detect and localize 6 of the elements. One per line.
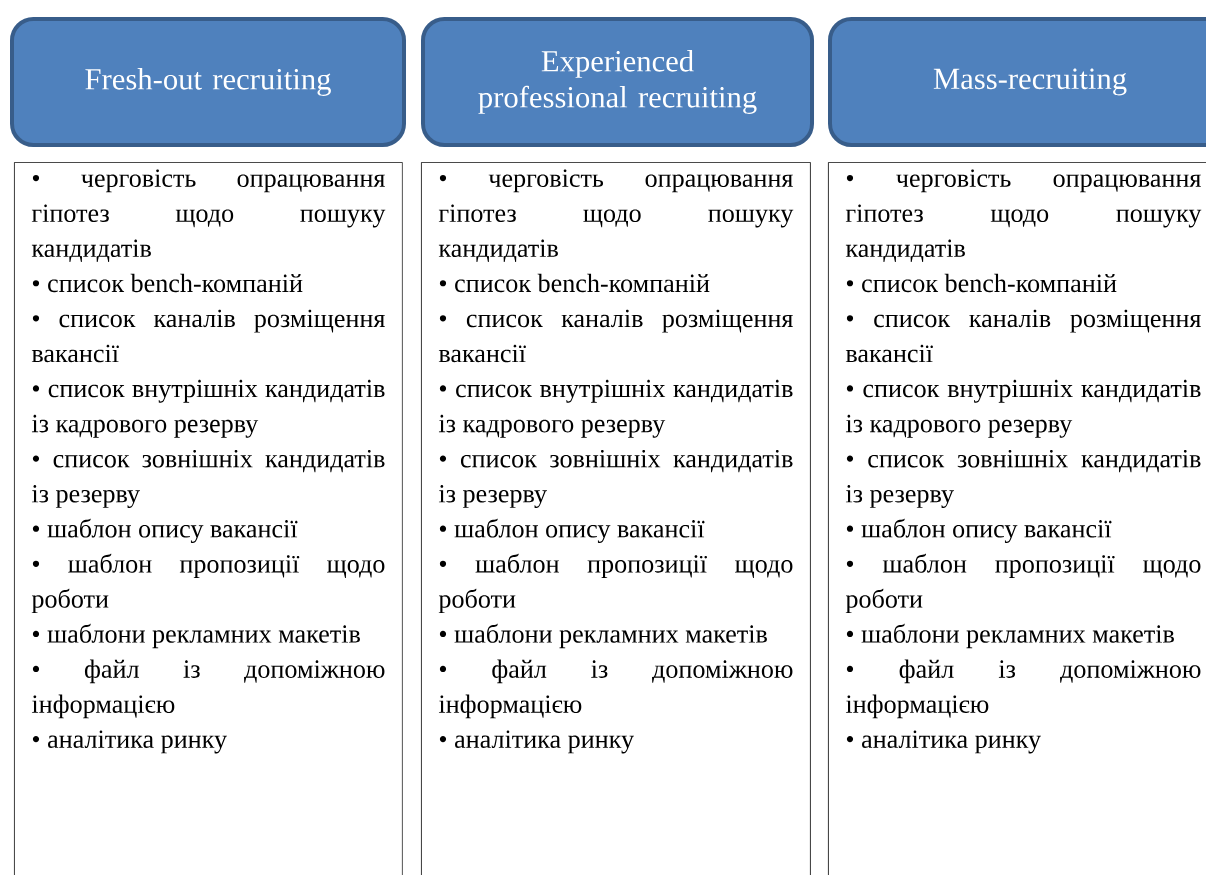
- list-box: • черговість опрацювання гіпотез щодо пошуку кандидатів • список bench-компаній • список каналів розміщення вакансії • список внутрішніх кандидатів із кадрового резерву • список зовнішніх кандидатів із резерву • шаблон опису вакансії • шаблон пропозиції щодо роботи • шаблони рекламних макетів • файл із допоміжною інформацією • аналітика ринку: [421, 162, 811, 875]
- list-box: • черговість опрацювання гіпотез щодо пошуку кандидатів • список bench-компаній • список каналів розміщення вакансії • список внутрішніх кандидатів із кадрового резерву • список зовнішніх кандидатів із резерву • шаблон опису вакансії • шаблон пропозиції щодо роботи • шаблони рекламних макетів • файл із допоміжною інформацією • аналітика ринку: [828, 162, 1206, 875]
- header-box: Mass-recruiting: [828, 17, 1206, 147]
- list-box: • черговість опрацювання гіпотез щодо пошуку кандидатів • список bench-компаній • список каналів розміщення вакансії • список внутрішніх кандидатів із кадрового резерву • список зовнішніх кандидатів із резерву • шаблон опису вакансії • шаблон пропозиції щодо роботи • шаблони рекламних макетів • файл із допоміжною інформацією • аналітика ринку: [14, 162, 403, 875]
- header-box: Experienced professional recruiting: [421, 17, 814, 147]
- header-box: Fresh-out recruiting: [10, 17, 406, 147]
